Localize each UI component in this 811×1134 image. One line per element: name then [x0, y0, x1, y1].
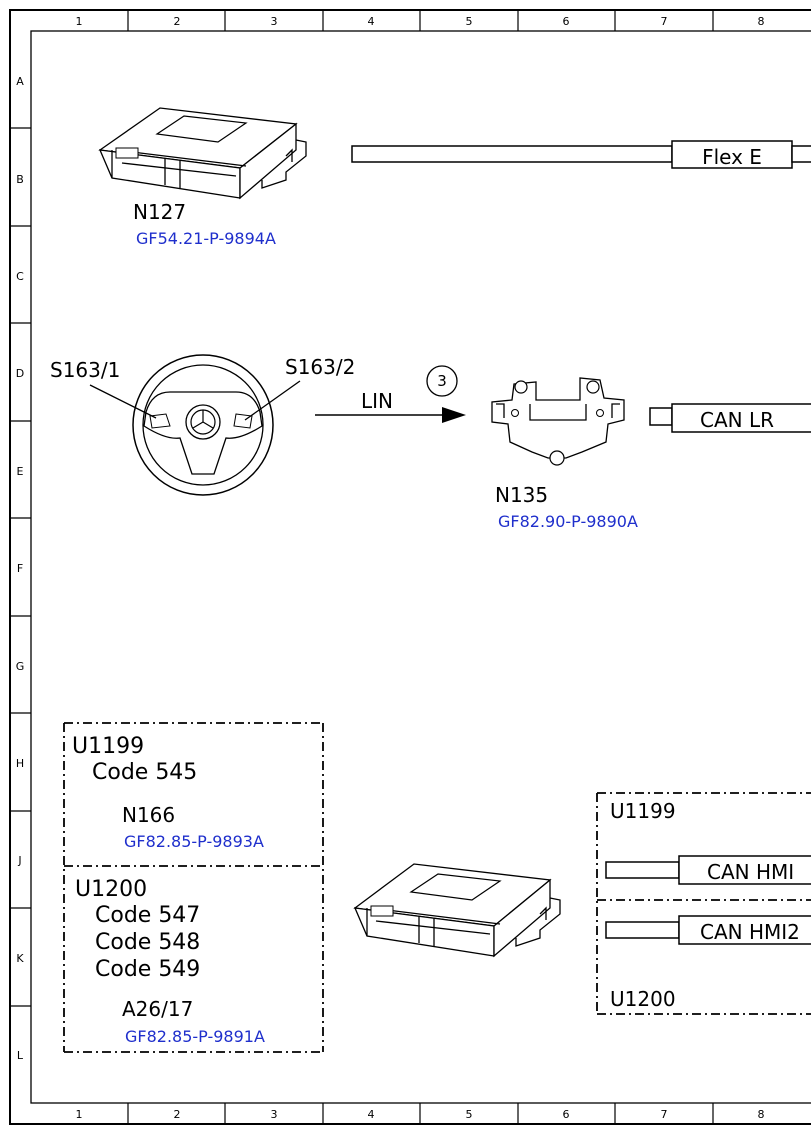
u1200-label: U1200 [75, 877, 147, 902]
row-label-c: C [16, 270, 24, 283]
col-label-3: 3 [271, 15, 278, 28]
flex-e-label: Flex E [702, 145, 762, 169]
row-label-k: K [16, 952, 24, 965]
col-label-bottom-1: 1 [76, 1108, 83, 1121]
col-label-bottom-7: 7 [661, 1108, 668, 1121]
col-label-7: 7 [661, 15, 668, 28]
col-label-5: 5 [466, 15, 473, 28]
u1200-code-547: Code 547 [95, 903, 200, 928]
row-label-j: J [17, 854, 21, 867]
n135-ref-link[interactable]: GF82.90-P-9890A [498, 512, 638, 531]
lin-label: LIN [361, 389, 393, 413]
bus-box-u1200-label: U1200 [610, 987, 676, 1011]
col-label-1: 1 [76, 15, 83, 28]
callout-number: 3 [437, 372, 447, 390]
n135-label: N135 [495, 483, 548, 507]
row-label-f: F [17, 562, 23, 575]
can-hmi-bus [605, 855, 811, 885]
a26-17-ref-link[interactable]: GF82.85-P-9891A [125, 1027, 265, 1046]
col-label-bottom-6: 6 [563, 1108, 570, 1121]
u1199-code: Code 545 [92, 760, 197, 785]
lin-arrow [315, 407, 466, 423]
col-label-bottom-3: 3 [271, 1108, 278, 1121]
n135-module-icon[interactable] [491, 377, 625, 466]
row-label-b: B [16, 173, 24, 186]
row-label-d: D [16, 367, 24, 380]
u1199-label: U1199 [72, 734, 144, 759]
n127-ref-link[interactable]: GF54.21-P-9894A [136, 229, 276, 248]
variant-box-right [596, 792, 811, 1015]
col-label-6: 6 [563, 15, 570, 28]
head-unit-module-icon[interactable] [353, 863, 561, 958]
s163-2-label: S163/2 [285, 355, 355, 379]
row-label-e: E [17, 465, 24, 478]
flex-e-bus [351, 140, 811, 169]
row-label-h: H [16, 757, 24, 770]
row-label-a: A [16, 75, 24, 88]
can-hmi2-bus [605, 915, 811, 945]
col-label-bottom-4: 4 [368, 1108, 375, 1121]
row-label-l: L [17, 1049, 24, 1062]
col-label-2: 2 [174, 15, 181, 28]
can-lr-label: CAN LR [700, 408, 774, 432]
n127-module-icon[interactable] [98, 107, 307, 200]
row-label-g: G [16, 660, 25, 673]
can-hmi-label: CAN HMI [707, 860, 794, 884]
can-lr-bus [649, 403, 811, 433]
s163-1-label: S163/1 [50, 358, 120, 382]
col-label-bottom-5: 5 [466, 1108, 473, 1121]
bus-box-u1199-label: U1199 [610, 799, 676, 823]
col-label-4: 4 [368, 15, 375, 28]
drawing-frame: 1 2 3 4 5 6 7 8 1 2 3 4 5 6 7 8 A B C D … [9, 9, 811, 1125]
n166-label: N166 [122, 803, 175, 827]
a26-17-label: A26/17 [122, 997, 193, 1021]
col-label-8: 8 [758, 15, 765, 28]
steering-wheel-icon[interactable] [89, 354, 301, 496]
col-label-bottom-2: 2 [174, 1108, 181, 1121]
u1200-code-548: Code 548 [95, 930, 200, 955]
callout-circle [426, 365, 458, 397]
u1200-code-549: Code 549 [95, 957, 200, 982]
n166-ref-link[interactable]: GF82.85-P-9893A [124, 832, 264, 851]
n127-label: N127 [133, 200, 186, 224]
variant-box-left [63, 722, 324, 1053]
can-hmi2-label: CAN HMI2 [700, 920, 800, 944]
col-label-bottom-8: 8 [758, 1108, 765, 1121]
